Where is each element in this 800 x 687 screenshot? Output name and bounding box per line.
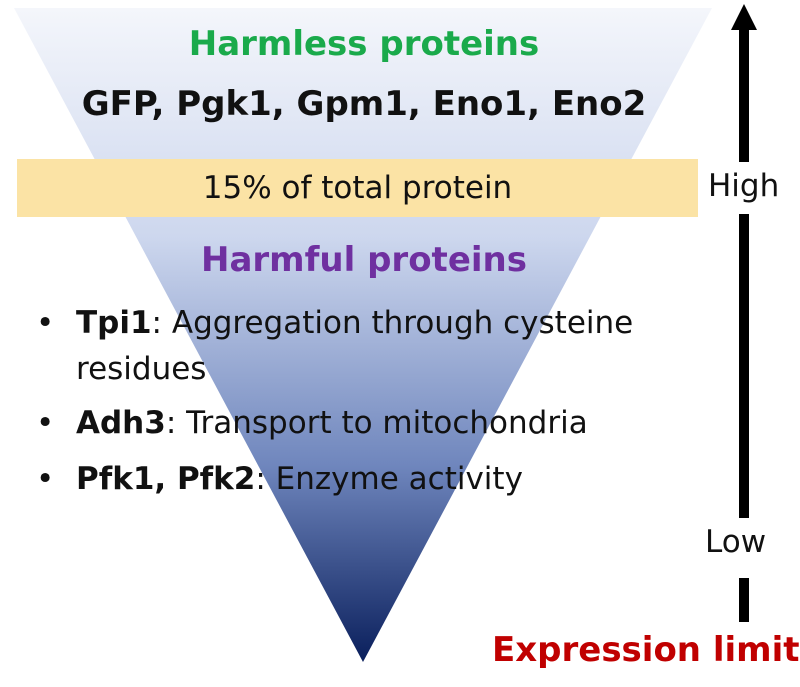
harmless-proteins-list: GFP, Pgk1, Gpm1, Eno1, Eno2 <box>81 84 647 124</box>
bullet-dot-icon: • <box>36 305 55 341</box>
list-item: • Adh3: Transport to mitochondria <box>36 400 588 446</box>
list-item: • Pfk1, Pfk2: Enzyme activity <box>36 456 523 502</box>
separator: : <box>151 305 172 341</box>
protein-name: Adh3 <box>76 405 166 441</box>
threshold-label: 15% of total protein <box>202 170 513 206</box>
protein-description-continued: residues <box>76 351 207 387</box>
up-arrow-icon <box>731 4 757 30</box>
protein-name: Pfk1, Pfk2 <box>76 461 256 497</box>
threshold-band: 15% of total protein <box>17 159 698 217</box>
harmful-proteins-title: Harmful proteins <box>201 240 527 280</box>
axis-high-label: High <box>708 168 780 204</box>
protein-name: Tpi1 <box>76 305 152 341</box>
protein-description: Aggregation through cysteine <box>171 305 634 341</box>
separator: : <box>165 405 187 441</box>
bullet-dot-icon: • <box>36 461 55 497</box>
list-item: • Tpi1: Aggregation through cysteine <box>36 300 633 346</box>
axis-line-middle <box>739 214 749 518</box>
axis-low-label: Low <box>705 524 767 560</box>
axis-line-lower <box>739 578 749 622</box>
protein-description: Transport to mitochondria <box>186 405 588 441</box>
separator: : <box>255 461 276 497</box>
expression-limit-label: Expression limit <box>492 630 800 670</box>
protein-description: Enzyme activity <box>275 461 523 497</box>
harmless-proteins-title: Harmless proteins <box>188 24 540 64</box>
list-item-continuation: residues <box>76 346 206 392</box>
axis-line-upper <box>739 28 749 162</box>
bullet-dot-icon: • <box>36 405 55 441</box>
